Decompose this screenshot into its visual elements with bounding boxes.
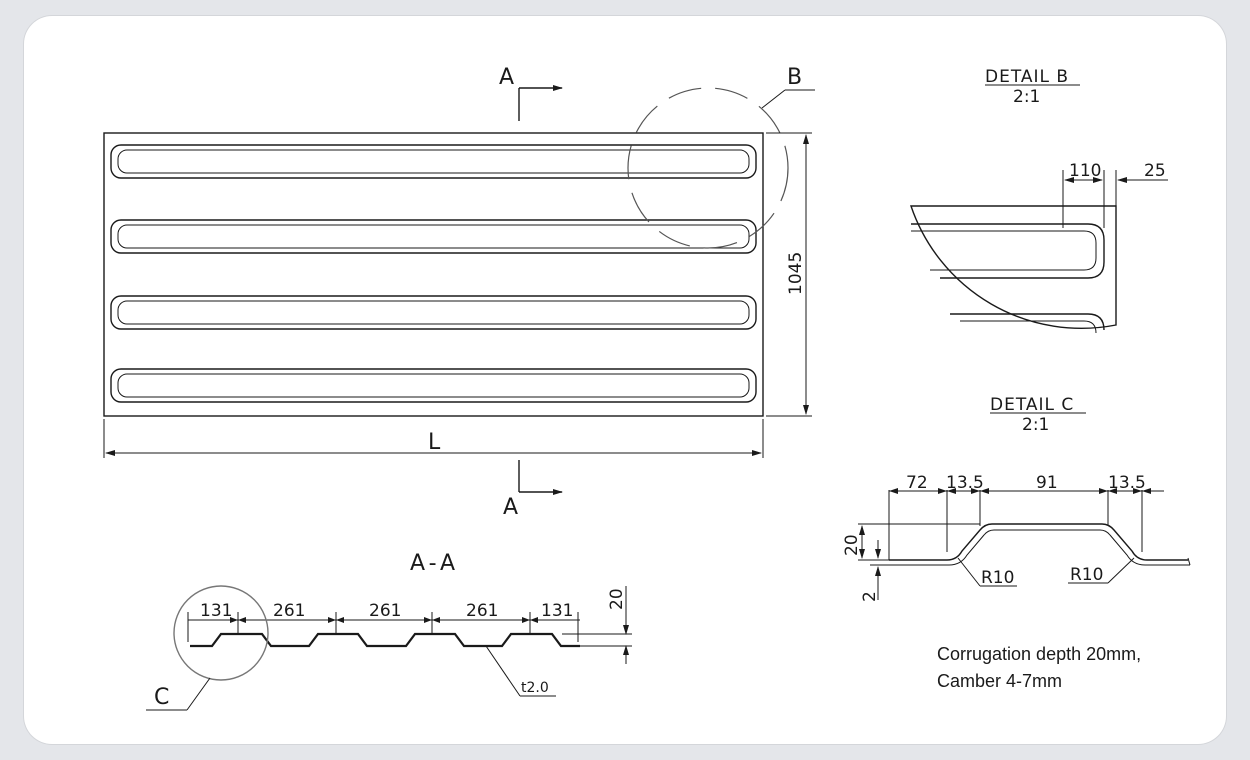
detail-b-view: DETAIL B 2:1 110 25	[910, 67, 1168, 334]
detail-c-title: DETAIL C	[990, 395, 1074, 415]
detail-c-view: DETAIL C 2:1 72 13.5 91 13.5 20 2 R10	[842, 395, 1191, 602]
svg-text:A: A	[503, 495, 518, 520]
aa-height-dim: 20	[607, 588, 627, 610]
detail-b-dim-110: 110	[1069, 161, 1101, 181]
aa-dim-4: 261	[466, 601, 498, 621]
detail-c-label: C	[154, 685, 169, 710]
detail-c-dim-20: 20	[842, 534, 862, 556]
dim-height-1045: 1045	[766, 132, 812, 417]
detail-b-title: DETAIL B	[985, 67, 1069, 87]
note-text: Corrugation depth 20mm, Camber 4-7mm	[937, 644, 1141, 691]
svg-text:A: A	[499, 65, 514, 90]
detail-c-dim-13-5-right: 13.5	[1108, 473, 1146, 493]
section-mark-top: A	[499, 65, 563, 121]
aa-dim-3: 261	[369, 601, 401, 621]
detail-c-scale: 2:1	[1022, 415, 1049, 435]
note-line-1: Corrugation depth 20mm,	[937, 644, 1141, 664]
detail-c-circle	[173, 585, 269, 681]
section-mark-bottom: A	[503, 460, 563, 520]
detail-b-leader	[761, 89, 786, 109]
main-plan-view: B A A 1045 L	[103, 65, 815, 520]
detail-c-dim-13-5-left: 13.5	[946, 473, 984, 493]
groove-4	[110, 368, 757, 403]
detail-c-radius-right: R10	[1070, 565, 1103, 585]
section-aa-title: A-A	[410, 551, 459, 576]
detail-c-dim-91: 91	[1036, 473, 1058, 493]
aa-dim-5: 131	[541, 601, 573, 621]
detail-c-dim-2: 2	[860, 591, 880, 602]
aa-dim-2: 261	[273, 601, 305, 621]
aa-thickness: t2.0	[521, 680, 549, 696]
panel-outline	[103, 132, 764, 417]
groove-1	[110, 144, 757, 179]
aa-dim-1: 131	[200, 601, 232, 621]
section-aa-view: A-A 131 261 261 261 131 20 t2.0	[146, 551, 632, 711]
detail-b-dim-25: 25	[1144, 161, 1166, 181]
drawing-sheet	[24, 16, 1226, 744]
svg-text:L: L	[428, 430, 441, 455]
detail-c-radius-left: R10	[981, 568, 1014, 588]
section-aa-profile	[190, 632, 580, 648]
detail-b-circle	[627, 87, 789, 249]
dim-length-L: L	[103, 419, 764, 458]
note-line-2: Camber 4-7mm	[937, 671, 1062, 691]
detail-b-label: B	[787, 65, 802, 90]
detail-c-profile	[889, 523, 1188, 561]
detail-b-scale: 2:1	[1013, 87, 1040, 107]
detail-c-dim-72: 72	[906, 473, 928, 493]
svg-text:1045: 1045	[786, 252, 806, 295]
detail-b-outline	[910, 205, 1117, 330]
groove-3	[110, 295, 757, 330]
groove-2	[110, 219, 757, 254]
